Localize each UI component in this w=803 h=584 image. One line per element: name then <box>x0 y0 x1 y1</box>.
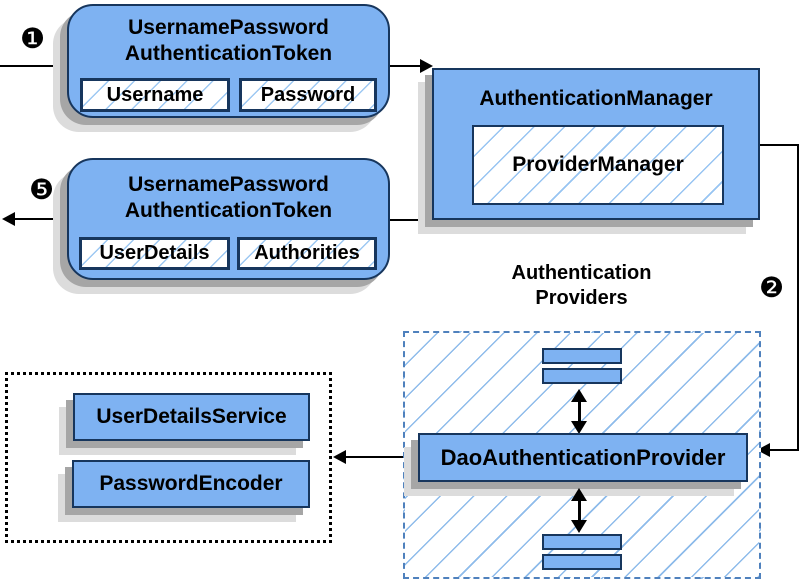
arrow-up-icon <box>571 488 587 501</box>
request-token-title-line1: UsernamePassword <box>128 16 329 39</box>
double-arrow-icon <box>571 488 588 533</box>
arrow-down-icon <box>571 421 587 434</box>
authentication-providers-label: Authentication Providers <box>403 261 760 311</box>
double-arrow-icon <box>571 389 588 434</box>
response-token-title: UsernamePassword AuthenticationToken <box>69 172 388 224</box>
response-authentication-token-box: UsernamePassword AuthenticationToken Use… <box>67 158 390 280</box>
response-token-title-line2: AuthenticationToken <box>124 199 333 222</box>
step-2-marker: ❷ <box>759 272 785 303</box>
authentication-providers-label-line2: Providers <box>535 287 628 309</box>
response-token-title-line1: UsernamePassword <box>128 173 329 196</box>
arrow-up-icon <box>571 389 587 402</box>
provider-to-dependencies-line <box>345 456 418 458</box>
response-outgoing-line <box>14 218 67 220</box>
user-details-service-box: UserDetailsService <box>73 393 310 441</box>
manager-to-provider-line-top <box>760 144 799 146</box>
request-token-title: UsernamePassword AuthenticationToken <box>69 15 388 67</box>
step-5-marker: ❺ <box>29 174 55 205</box>
password-field-box: Password <box>239 78 377 112</box>
authentication-manager-box: AuthenticationManager ProviderManager <box>432 68 760 220</box>
request-authentication-token-box: UsernamePassword AuthenticationToken Use… <box>67 4 390 118</box>
other-provider-bar <box>542 534 622 550</box>
provider-manager-box: ProviderManager <box>472 125 724 205</box>
other-provider-bar <box>542 348 622 364</box>
username-field-box: Username <box>80 78 230 112</box>
token-to-manager-line <box>390 65 421 67</box>
other-provider-bar <box>542 368 622 384</box>
password-encoder-box: PasswordEncoder <box>72 460 310 508</box>
authentication-providers-label-line1: Authentication <box>511 262 652 284</box>
authentication-manager-title: AuthenticationManager <box>479 87 713 110</box>
userdetails-field-box: UserDetails <box>79 237 230 270</box>
manager-to-response-token-line <box>388 219 432 221</box>
arrow-down-icon <box>571 520 587 533</box>
incoming-request-line <box>0 65 67 67</box>
token-to-manager-arrowhead-icon <box>420 59 433 73</box>
other-provider-bar <box>542 554 622 570</box>
dao-authentication-provider-box: DaoAuthenticationProvider <box>418 433 748 482</box>
manager-to-provider-line-bottom <box>769 449 798 451</box>
manager-to-provider-line-vertical <box>797 144 799 451</box>
authorities-field-box: Authorities <box>237 237 377 270</box>
request-token-title-line2: AuthenticationToken <box>124 42 333 65</box>
provider-to-dependencies-arrowhead-icon <box>333 450 346 464</box>
step-1-marker: ❶ <box>20 23 46 54</box>
response-outgoing-arrowhead-icon <box>2 212 15 226</box>
